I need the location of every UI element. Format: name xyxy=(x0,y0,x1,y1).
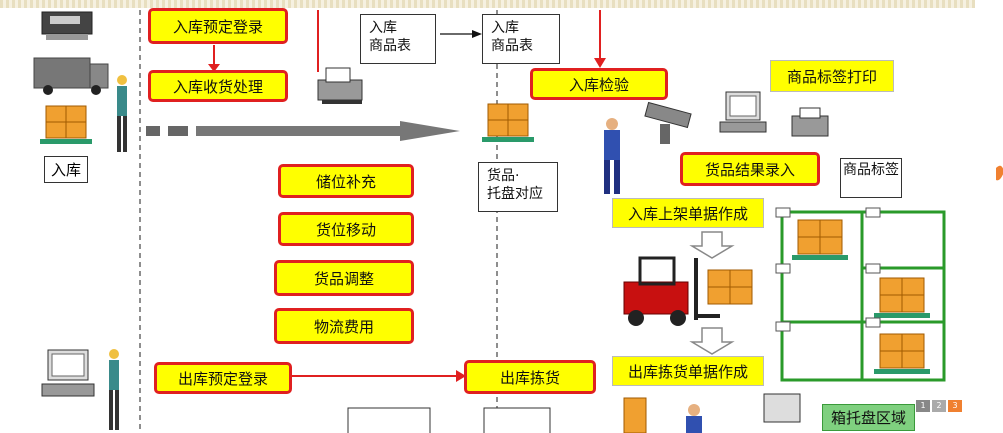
box-picking-doc: 出库拣货单据作成 xyxy=(612,356,764,386)
computer-top-right-icon xyxy=(719,91,767,133)
box-outbound-reservation: 出库预定登录 xyxy=(154,362,292,394)
worker-blue-icon xyxy=(604,118,620,194)
doc-line: 托盘对应 xyxy=(487,186,543,202)
hollow-arrow-2 xyxy=(689,327,735,355)
doc-line: 入库 xyxy=(369,20,397,36)
box-inbound-inspection: 入库检验 xyxy=(530,68,668,100)
cartons-rack-3 xyxy=(874,333,930,374)
grey-long-arrow xyxy=(196,121,460,141)
pager-1[interactable]: 1 xyxy=(916,400,930,412)
arrow-into-inspection-head xyxy=(594,58,606,68)
printer-right-icon xyxy=(791,107,829,137)
green-rack xyxy=(780,210,946,382)
doc-line: 商品表 xyxy=(491,38,533,54)
doc-inbound-goods-list-2: 入库 商品表 xyxy=(482,14,560,64)
bottom-partial-icons xyxy=(347,393,801,433)
arrow-doc1-doc2-head xyxy=(472,30,482,38)
pager-3[interactable]: 3 xyxy=(948,400,962,412)
far-right-tag-icon xyxy=(996,165,1003,181)
pager-2[interactable]: 2 xyxy=(932,400,946,412)
truck-icon xyxy=(33,57,109,95)
doc-goods-label: 商品标签 xyxy=(840,158,902,198)
forklift-icon xyxy=(623,256,720,326)
doc-line: 商品标签 xyxy=(843,162,899,178)
arrow-outbound-head xyxy=(456,370,466,382)
rack-tags xyxy=(775,207,881,332)
cartons-forklift xyxy=(707,269,753,305)
box-goods-adjust: 货品调整 xyxy=(274,260,414,296)
top-band xyxy=(0,0,975,8)
machine-top-icon xyxy=(41,11,93,40)
worker-left-icon xyxy=(117,75,127,152)
box-putaway-doc: 入库上架单据作成 xyxy=(612,198,764,228)
worker-bottom-left-icon xyxy=(109,349,119,430)
box-inbound-receiving: 入库收货处理 xyxy=(148,70,288,102)
box-location-move: 货位移动 xyxy=(278,212,414,246)
computer-bottom-left-icon xyxy=(41,349,95,397)
doc-goods-pallet: 货品· 托盘对应 xyxy=(478,162,558,212)
printer-icon xyxy=(317,67,363,104)
doc-line: 入库 xyxy=(491,20,519,36)
label-inbound: 入库 xyxy=(44,156,89,183)
box-label-print: 商品标签打印 xyxy=(770,60,894,92)
slide-pager[interactable]: 1 2 3 xyxy=(916,400,962,412)
arrow-reservation-receiving-head xyxy=(208,64,220,72)
box-goods-result-entry: 货品结果录入 xyxy=(680,152,820,186)
grey-dash-2 xyxy=(168,126,188,136)
cartons-rack-2 xyxy=(874,277,930,318)
grey-dash-1 xyxy=(146,126,160,136)
box-outbound-picking: 出库拣货 xyxy=(464,360,596,394)
doc-line: 商品表 xyxy=(369,38,411,54)
doc-line: 货品· xyxy=(487,168,520,184)
doc-inbound-goods-list-1: 入库 商品表 xyxy=(360,14,436,64)
cartons-middle xyxy=(482,103,534,142)
box-replenish: 储位补充 xyxy=(278,164,414,198)
cartons-left xyxy=(40,105,92,144)
scanner-icon xyxy=(644,101,692,144)
box-inbound-reservation: 入库预定登录 xyxy=(148,8,288,44)
label-pallet-area: 箱托盘区域 xyxy=(822,404,916,431)
cartons-rack-1 xyxy=(792,219,848,260)
box-logistics-cost: 物流费用 xyxy=(274,308,414,344)
hollow-arrow-1 xyxy=(689,231,735,259)
